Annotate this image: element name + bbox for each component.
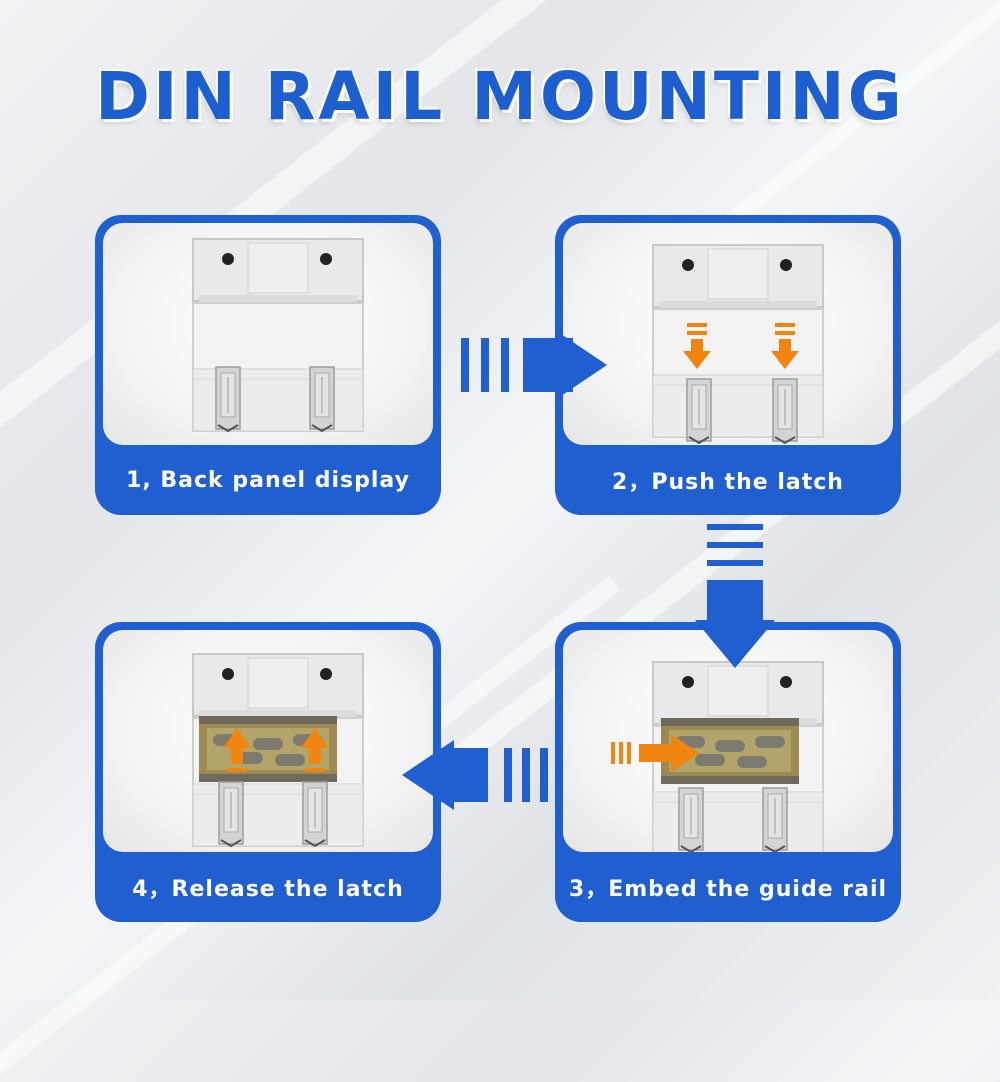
slide-arrow-icon: [611, 734, 699, 772]
step-2-photo: [563, 223, 893, 445]
arrow-left-icon: [402, 740, 548, 810]
arrow-down-icon: [695, 524, 775, 668]
step-1-caption: 1, Back panel display: [126, 467, 410, 493]
step-3-photo: [563, 630, 893, 852]
step-card-2: 2，Push the latch: [555, 215, 901, 515]
step-4-caption: 4，Release the latch: [132, 877, 404, 902]
step-card-1: 1, Back panel display: [95, 215, 441, 515]
page-title: DIN RAIL MOUNTING: [95, 58, 905, 135]
step-4-photo: [103, 630, 433, 852]
step-card-4: 4，Release the latch: [95, 622, 441, 922]
step-1-photo: [103, 223, 433, 445]
step-card-3: 3，Embed the guide rail: [555, 622, 901, 922]
push-arrow-icon: [683, 323, 799, 369]
arrow-right-icon: [461, 330, 607, 400]
release-arrow-icon: [223, 728, 329, 772]
step-2-caption: 2，Push the latch: [612, 470, 844, 495]
step-3-caption: 3，Embed the guide rail: [568, 877, 888, 902]
